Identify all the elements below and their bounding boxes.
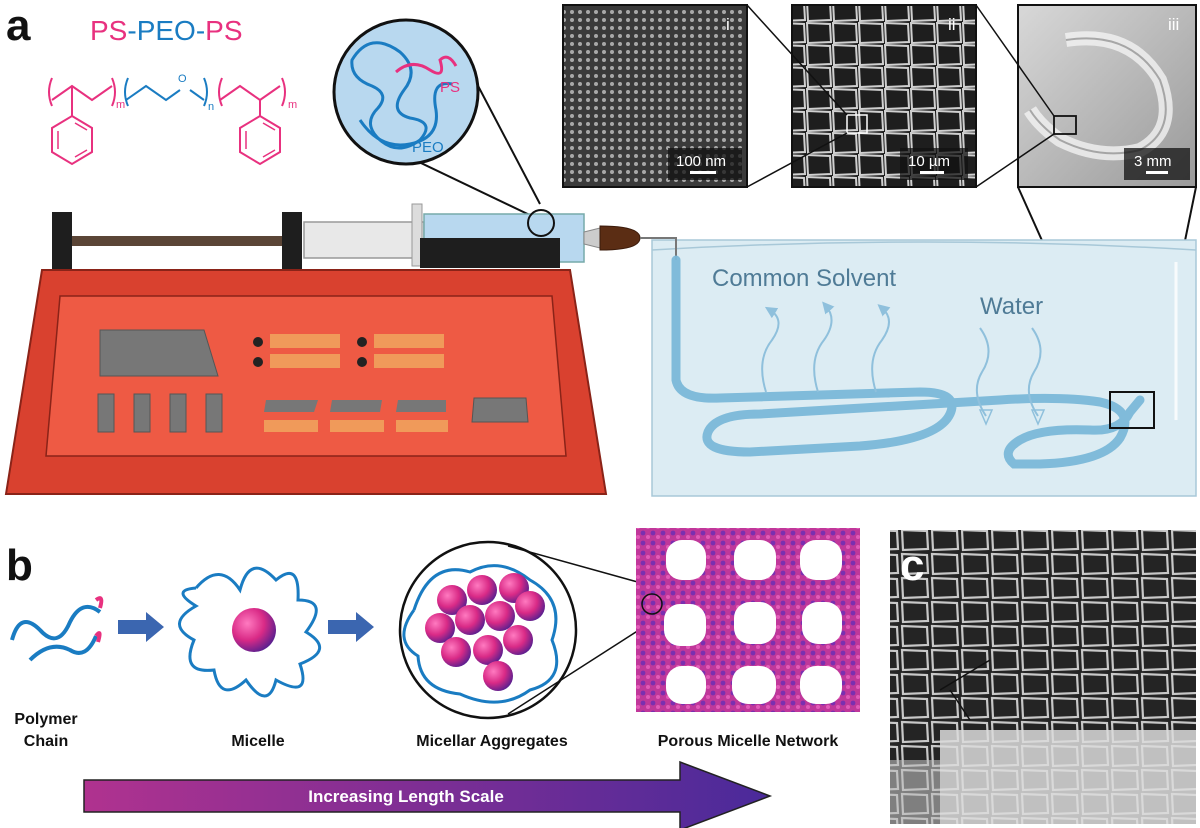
polymer-zoom-inset: PS PEO	[332, 18, 541, 219]
dash-2: -	[196, 15, 205, 46]
ps-block-label-2: PS	[205, 15, 242, 46]
scale-bar-label-iii: 3 mm	[1134, 153, 1172, 170]
step-label-polymer-line1: Polymer	[14, 711, 77, 728]
polymer-chain-drawing	[10, 596, 104, 662]
dash-1: -	[127, 15, 136, 46]
sem-roman-ii: ii	[948, 15, 956, 34]
water-label: Water	[980, 293, 1043, 320]
ps-label: PS	[440, 79, 460, 96]
ps-block-label-1: PS	[90, 15, 127, 46]
micelle-drawing	[178, 566, 321, 698]
sem-roman-iii: iii	[1168, 15, 1179, 34]
peo-block-label: PEO	[137, 15, 196, 46]
porous-micelle-network-drawing	[507, 528, 860, 715]
panel-letter-b: b	[6, 541, 33, 590]
copolymer-name: PS-PEO-PS	[90, 15, 243, 46]
scale-bar-ii	[920, 171, 944, 174]
tank-zoom-box	[1109, 391, 1155, 429]
panel-c-sem	[890, 530, 1196, 824]
step-label-aggregates: Micellar Aggregates	[416, 733, 568, 750]
step-label-network: Porous Micelle Network	[658, 733, 839, 750]
sem-image-ii: ii 10 µm	[746, 4, 977, 188]
sem-zoom-box-iii	[1053, 115, 1077, 135]
step-label-micelle: Micelle	[231, 733, 284, 750]
length-scale-arrow: Increasing Length Scale	[83, 760, 773, 828]
length-scale-label: Increasing Length Scale	[308, 787, 504, 806]
sem-zoom-box-ii	[846, 114, 868, 134]
sem-image-i: i 100 nm	[562, 4, 748, 188]
step-arrow-2	[328, 612, 374, 642]
scale-bar-i	[690, 171, 716, 174]
subscript-n: n	[208, 101, 214, 113]
chemical-structure: m O n m	[48, 73, 297, 166]
water-bath: Common Solvent Water	[640, 237, 1197, 497]
oxygen-atom: O	[178, 73, 187, 85]
common-solvent-label: Common Solvent	[712, 265, 896, 292]
scale-bar-label-ii: 10 µm	[908, 153, 950, 170]
sem-image-iii: iii 3 mm	[975, 4, 1197, 188]
peo-label: PEO	[412, 139, 444, 156]
step-label-polymer-line2: Chain	[24, 733, 68, 750]
subscript-m-right: m	[288, 99, 297, 111]
micellar-aggregates-drawing	[398, 540, 578, 720]
sem-roman-i: i	[726, 15, 730, 34]
scale-bar-label-i: 100 nm	[676, 153, 726, 170]
subscript-m-left: m	[116, 99, 125, 111]
panel-letter-a: a	[6, 1, 31, 50]
scale-bar-iii	[1146, 171, 1168, 174]
panel-letter-c: c	[900, 541, 924, 590]
step-arrow-1	[118, 612, 164, 642]
syringe-pump	[4, 203, 641, 495]
